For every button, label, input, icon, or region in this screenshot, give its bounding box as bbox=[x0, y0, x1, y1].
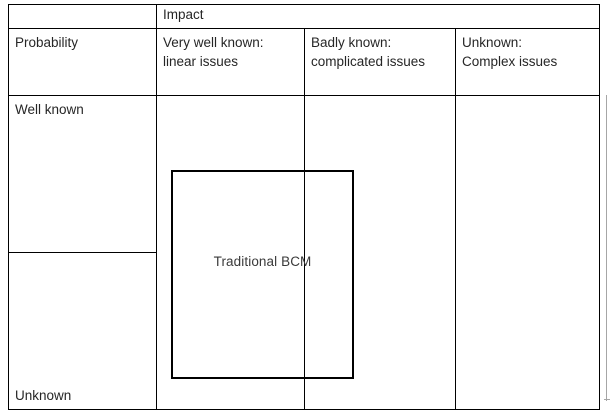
row-label-well-known: Well known bbox=[15, 102, 84, 117]
traditional-bcm-box bbox=[171, 170, 354, 379]
header-cell-unknown: Unknown: Complex issues bbox=[462, 35, 558, 69]
corner-cell bbox=[8, 4, 156, 28]
matrix-cell-unknown-unknown bbox=[455, 252, 600, 410]
matrix-cell-wellknown-unknown bbox=[455, 95, 600, 252]
scrollbar-track[interactable] bbox=[606, 95, 607, 401]
matrix-table: Impact Probability Very well known: line… bbox=[8, 4, 600, 410]
rule-between-probability-bands bbox=[8, 252, 156, 253]
rule-column-2 bbox=[304, 28, 305, 410]
traditional-bcm-label: Traditional BCM bbox=[213, 254, 312, 269]
header-cell-badly-known: Badly known: complicated issues bbox=[311, 35, 426, 69]
row-label-unknown: Unknown bbox=[15, 388, 72, 403]
impact-title-cell: Impact bbox=[163, 7, 204, 22]
header-cell-very-well-known: Very well known: linear issues bbox=[163, 35, 264, 69]
rule-column-3 bbox=[455, 28, 456, 410]
rule-column-1 bbox=[156, 4, 157, 410]
scrollbar-end-marker[interactable] bbox=[604, 399, 610, 400]
probability-header-cell: Probability bbox=[15, 35, 79, 50]
